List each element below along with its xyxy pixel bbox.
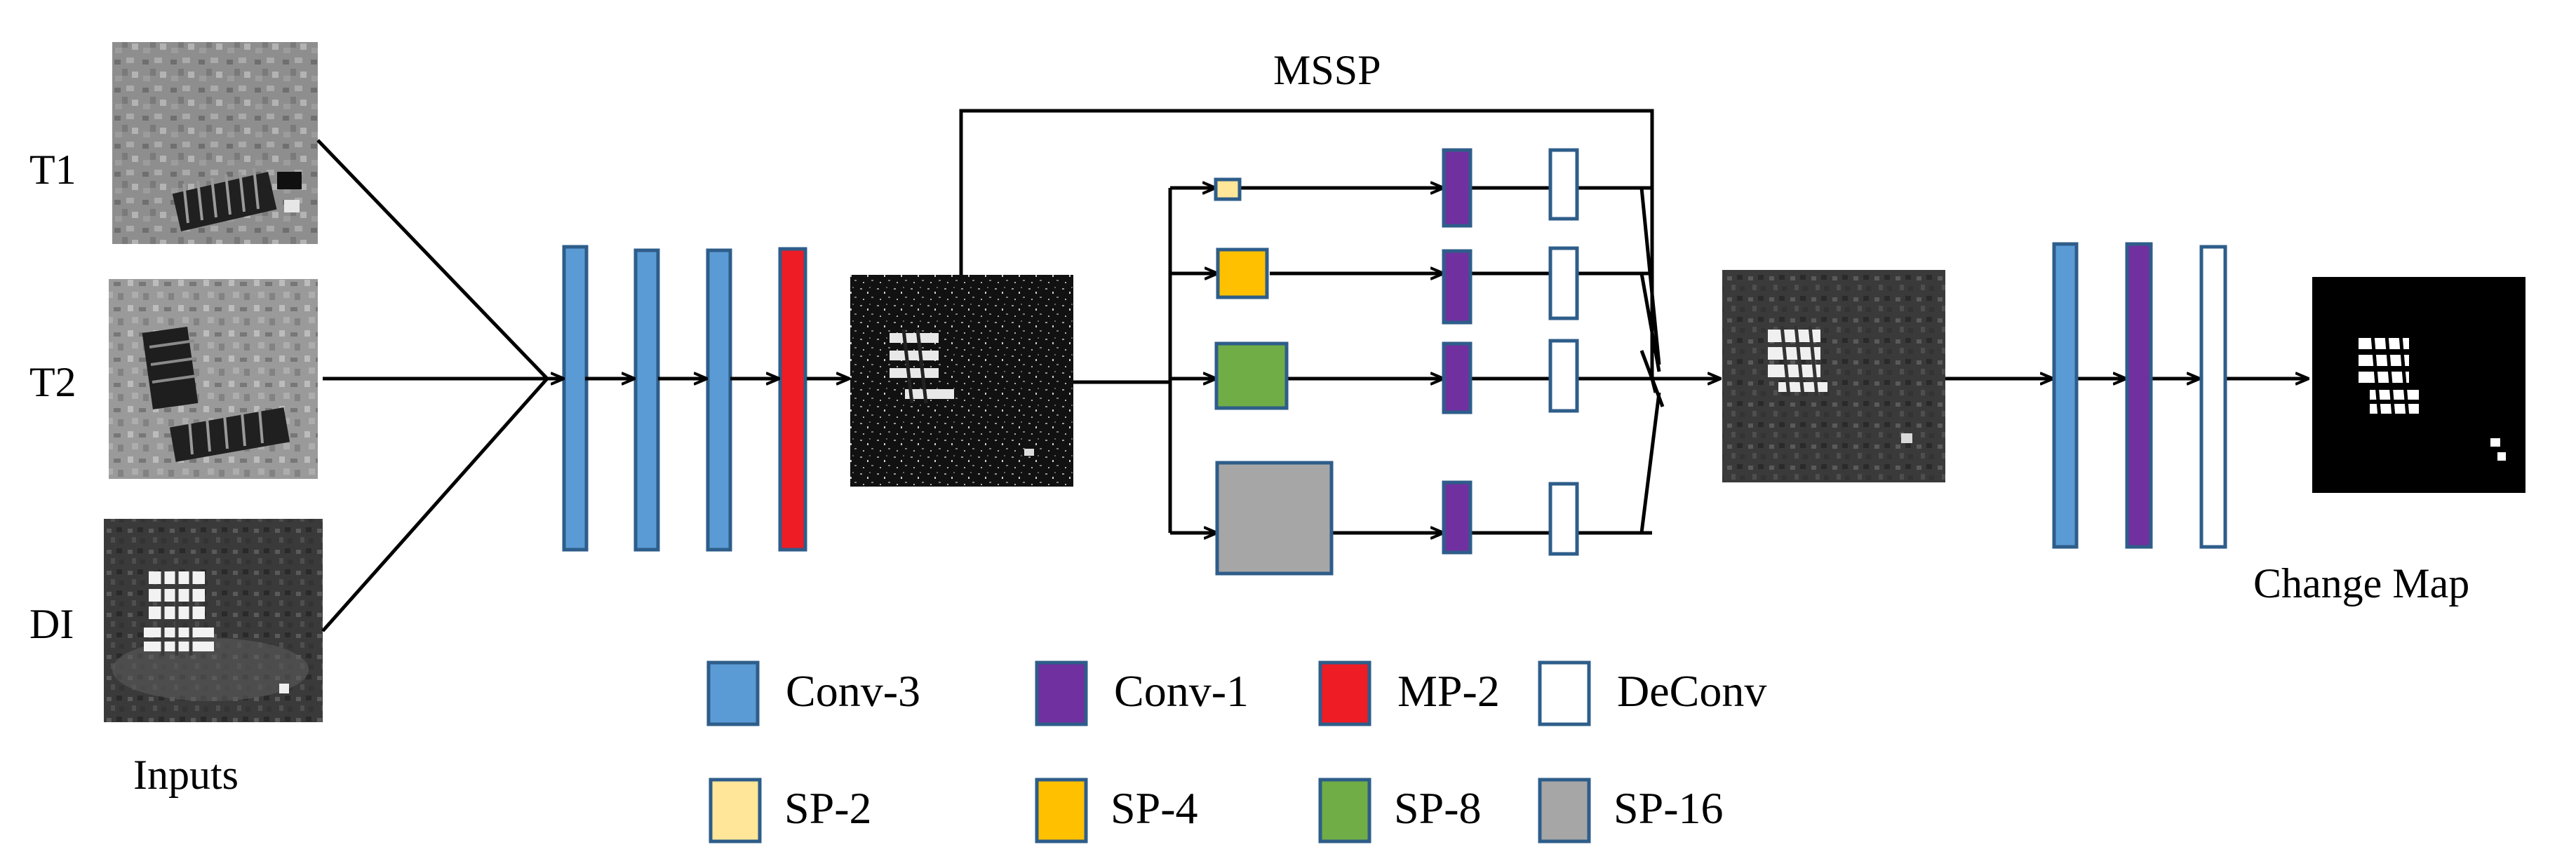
decoder-conv1-block [2125, 242, 2153, 549]
mssp-conv1-block-1 [1442, 148, 1473, 228]
encoder-conv3-block-2 [633, 248, 660, 552]
label-inputs: Inputs [133, 752, 239, 798]
label-t2: T2 [29, 359, 76, 405]
mssp-conv1-block-2 [1442, 249, 1473, 325]
feature-map-mssp [1722, 270, 1945, 482]
legend-swatch-sp-16 [1538, 778, 1591, 843]
legend-swatch-sp-2 [709, 778, 762, 843]
input-connectors [316, 139, 549, 632]
legend-swatch-conv-1 [1035, 660, 1088, 726]
mssp-sp16-block [1215, 461, 1334, 576]
mssp-conv1-block-4 [1442, 480, 1473, 555]
legend-label-conv-1: Conv-1 [1114, 666, 1249, 716]
mssp-branch-tails [1471, 186, 1665, 535]
mssp-sp4-block [1216, 248, 1269, 299]
mssp-sp2-block [1214, 177, 1242, 201]
encoder-mp2-block [778, 247, 807, 552]
mssp-deconv-block-3 [1548, 339, 1579, 413]
legend-label-sp-16: SP-16 [1614, 783, 1724, 833]
label-mssp: MSSP [1273, 47, 1381, 93]
input-image-t2 [109, 279, 318, 479]
encoder-blocks [562, 245, 807, 552]
label-t1: T1 [29, 147, 76, 193]
legend-swatch-mp-2 [1318, 660, 1371, 726]
legend-swatch-conv-3 [706, 660, 760, 726]
change-map-image [2312, 277, 2525, 493]
decoder-blocks [2052, 242, 2227, 549]
mssp-branch-lines [1073, 188, 1172, 533]
mssp-deconv-block-2 [1548, 246, 1579, 320]
mssp-conv1-block-3 [1442, 341, 1473, 414]
decoder-deconv-block [2199, 245, 2227, 549]
mssp-skip-connection [959, 109, 1654, 379]
legend-swatch-deconv [1538, 660, 1591, 726]
legend-label-sp-8: SP-8 [1394, 783, 1482, 833]
legend-label-sp-4: SP-4 [1111, 783, 1198, 833]
legend-label-deconv: DeConv [1617, 666, 1766, 716]
feature-map-encoder [850, 275, 1073, 487]
legend-label-conv-3: Conv-3 [786, 666, 920, 716]
mssp-branch-arrows [1170, 188, 1443, 533]
label-change-map: Change Map [2253, 560, 2469, 606]
mssp-deconv-block-4 [1548, 482, 1579, 556]
legend-swatch-sp-8 [1318, 778, 1371, 843]
encoder-conv3-block-1 [562, 245, 589, 552]
decoder-conv3-block [2052, 242, 2079, 549]
legend-swatch-sp-4 [1035, 778, 1088, 843]
legend-label-mp-2: MP-2 [1397, 666, 1500, 716]
mssp-blocks [1214, 148, 1579, 576]
mssp-sp8-block [1214, 341, 1289, 410]
legend-label-sp-2: SP-2 [784, 783, 872, 833]
label-di: DI [29, 601, 74, 647]
input-image-di [104, 519, 323, 722]
mssp-deconv-block-1 [1548, 148, 1579, 221]
input-image-t1 [112, 42, 318, 244]
encoder-conv3-block-3 [706, 248, 732, 552]
